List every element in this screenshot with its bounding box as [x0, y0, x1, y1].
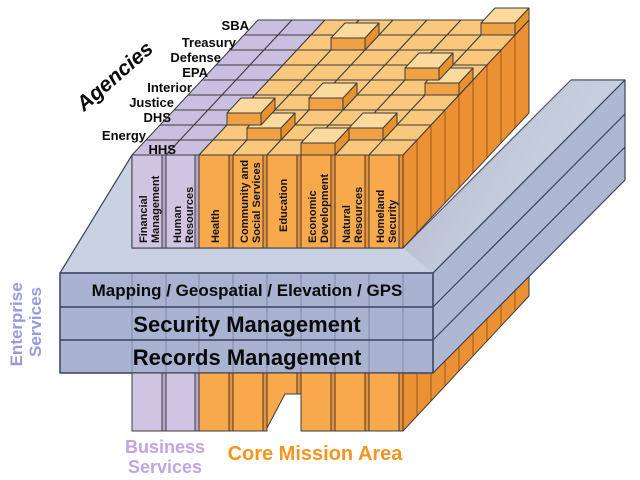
raised-cell-front: [246, 127, 282, 141]
stub-front-face: [131, 372, 163, 432]
slab-top-shadow: [403, 80, 625, 273]
column-label-economic-development: Economic Development: [307, 174, 331, 243]
column-label-line: Community and: [239, 160, 251, 243]
agency-label-energy: Energy: [102, 128, 147, 143]
edge-line: [432, 113, 626, 308]
raised-cell-front: [330, 37, 366, 51]
column-label-line: Management: [150, 175, 162, 243]
column-label-line: Economic: [307, 190, 319, 243]
agency-label-defense: Defense: [170, 50, 221, 65]
raised-cell-front: [226, 112, 262, 126]
business-services-label-line2: Services: [128, 457, 202, 477]
column-side-sliver: [161, 154, 167, 249]
column-label-line: Resources: [353, 187, 365, 243]
column-label-education: Education: [278, 179, 290, 232]
column-label-financial-management: Financial Management: [138, 175, 162, 243]
column-side-sliver: [262, 154, 268, 249]
column-label-line: Social Services: [251, 162, 263, 243]
stub-side-sliver: [296, 372, 302, 395]
stub-front-face: [165, 372, 196, 432]
enterprise-layer-labels: Mapping / Geospatial / Elevation / GPS S…: [92, 281, 403, 370]
agency-labels: SBA Treasury Defense EPA Interior Justic…: [102, 18, 250, 157]
column-side-sliver: [296, 154, 302, 249]
stub-side-sliver: [228, 372, 234, 432]
stub-front-face: [266, 372, 298, 429]
column-side-sliver: [228, 154, 234, 249]
stub-side-sliver: [364, 372, 370, 432]
layer-label-mapping: Mapping / Geospatial / Elevation / GPS: [92, 281, 403, 300]
column-side-sliver: [398, 154, 404, 249]
column-label-health: Health: [210, 209, 222, 243]
column-side-sliver: [330, 154, 336, 249]
column-side-sliver: [364, 154, 370, 249]
column-label-line: Development: [319, 174, 331, 243]
stub-front-face: [368, 372, 400, 432]
agency-label-epa: EPA: [182, 65, 208, 80]
raised-cell-front: [424, 82, 460, 96]
stub-front-face: [300, 372, 332, 432]
column-label-human-resources: Human Resources: [172, 187, 196, 243]
column-label-line: Health: [210, 209, 222, 243]
column-label-line: Security: [387, 199, 399, 243]
block-geometry: [59, 7, 626, 432]
column-label-line: Homeland: [375, 190, 387, 243]
stub-front-face: [232, 372, 264, 432]
stub-side-sliver: [398, 372, 404, 432]
edge-line: [432, 146, 626, 341]
column-label-community-social-services: Community and Social Services: [239, 157, 263, 243]
agency-label-hhs: HHS: [149, 142, 177, 157]
agency-label-dhs: DHS: [144, 110, 172, 125]
stub-front-face: [198, 372, 230, 432]
raised-cell-front: [404, 67, 440, 81]
column-labels: Financial Management Human Resources Hea…: [138, 157, 399, 243]
layer-label-records: Records Management: [133, 345, 362, 370]
stub-side-sliver: [262, 372, 268, 432]
enterprise-services-line: Services: [26, 287, 45, 357]
stub-side-sliver: [330, 372, 336, 432]
column-label-line: Resources: [184, 187, 196, 243]
column-label-natural-resources: Natural Resources: [341, 187, 365, 243]
raised-cell-front: [300, 142, 336, 156]
stub-front-face: [334, 372, 366, 432]
raised-cell-front: [348, 127, 384, 141]
column-label-line: Human: [172, 205, 184, 243]
stub-side-sliver: [194, 372, 200, 432]
raised-cell-front: [308, 97, 344, 111]
enterprise-services-line: Enterprise: [7, 282, 26, 366]
enterprise-services-label: Enterprise Services: [7, 278, 45, 367]
column-label-line: Natural: [341, 205, 353, 243]
core-mission-area-label: Core Mission Area: [228, 443, 404, 465]
raised-cell-front: [480, 22, 516, 36]
agency-label-treasury: Treasury: [182, 35, 237, 50]
column-label-line: Financial: [138, 195, 150, 243]
column-label-line: Education: [278, 179, 290, 232]
agency-label-justice: Justice: [129, 95, 174, 110]
column-label-homeland-security: Homeland Security: [375, 187, 399, 243]
business-services-label-line1: Business: [125, 437, 205, 457]
agency-label-interior: Interior: [147, 80, 192, 95]
layer-label-security: Security Management: [133, 312, 361, 337]
agency-label-sba: SBA: [222, 18, 250, 33]
stub-side-sliver: [161, 372, 167, 432]
